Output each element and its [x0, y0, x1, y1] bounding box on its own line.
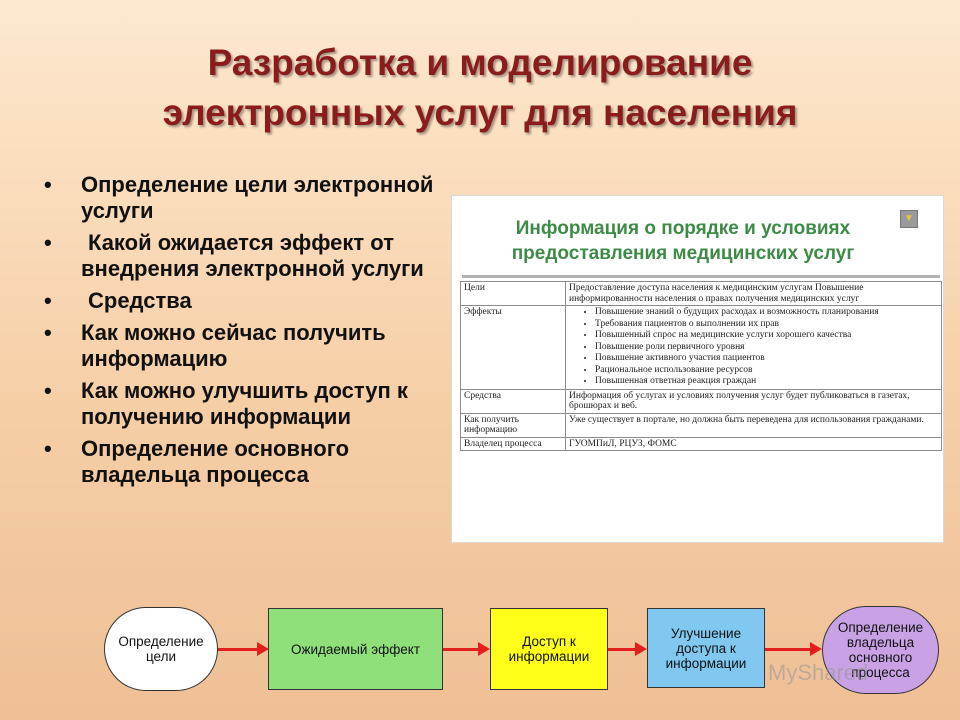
- bullet-item: Какой ожидается эффект от внедрения элек…: [44, 230, 454, 282]
- table-row: Как получить информацию Уже существует в…: [460, 412, 942, 438]
- flow-node-goal: Определение цели: [104, 607, 218, 691]
- effects-list: Повышение знаний о будущих расходах и во…: [569, 307, 938, 388]
- flow-arrow: [218, 642, 269, 656]
- bullet-list: Определение цели электронной услуги Како…: [44, 172, 454, 494]
- table-row: Эффекты Повышение знаний о будущих расхо…: [460, 305, 942, 390]
- row-label: Цели: [460, 281, 566, 306]
- process-flow: Определение цели Ожидаемый эффект Доступ…: [0, 600, 960, 700]
- effect-item: Рациональное использование ресурсов: [595, 365, 938, 377]
- row-label: Владелец процесса: [460, 436, 566, 451]
- flow-node-improve: Улучшение доступа к информации: [647, 608, 765, 688]
- flow-arrow: [765, 642, 822, 656]
- table-row: Владелец процесса ГУОМПиЛ, РЦУЗ, ФОМС: [460, 436, 942, 451]
- table-row: Средства Информация об услугах и условия…: [460, 388, 942, 414]
- row-text: ГУОМПиЛ, РЦУЗ, ФОМС: [565, 436, 942, 451]
- panel-divider: [462, 275, 940, 278]
- collapse-icon[interactable]: ▼: [900, 210, 918, 228]
- effect-item: Повышение активного участия пациентов: [595, 353, 938, 365]
- panel-title: Информация о порядке и условиях предоста…: [511, 218, 855, 264]
- effect-item: Повышенная ответная реакция граждан: [595, 376, 938, 388]
- effect-item: Повышенный спрос на медицинские услуги х…: [595, 330, 938, 342]
- table-row: Цели Предоставление доступа населения к …: [460, 281, 942, 306]
- effect-item: Повышение роли первичного уровня: [595, 342, 938, 354]
- effect-item: Требования пациентов о выполнении их пра…: [595, 319, 938, 331]
- slide-title-line-1: Разработка и моделирование: [207, 42, 753, 83]
- flow-arrow: [608, 642, 647, 656]
- row-text: Предоставление доступа населения к медиц…: [565, 281, 942, 306]
- info-panel: Информация о порядке и условиях предоста…: [451, 195, 944, 543]
- slide-title: Разработка и моделирование электронных у…: [60, 38, 900, 138]
- row-label: Эффекты: [460, 305, 566, 390]
- flow-node-effect: Ожидаемый эффект: [268, 608, 443, 690]
- bullet-item: Средства: [44, 288, 454, 314]
- info-table: Цели Предоставление доступа населения к …: [460, 281, 942, 451]
- bullet-item: Определение основного владельца процесса: [44, 436, 454, 488]
- bullet-item: Определение цели электронной услуги: [44, 172, 454, 224]
- row-effects: Повышение знаний о будущих расходах и во…: [565, 305, 942, 390]
- bullet-item: Как можно улучшить доступ к получению ин…: [44, 378, 454, 430]
- row-text: Уже существует в портале, но должна быть…: [565, 412, 942, 438]
- slide-title-line-2: электронных услуг для населения: [162, 92, 798, 133]
- row-text: Информация об услугах и условиях получен…: [565, 388, 942, 414]
- flow-node-access: Доступ к информации: [490, 608, 608, 690]
- bullet-item: Как можно сейчас получить информацию: [44, 320, 454, 372]
- flow-node-owner: Определение владельца основного процесса: [822, 606, 939, 694]
- watermark-logo: MyShared: [768, 660, 869, 685]
- row-label: Средства: [460, 388, 566, 414]
- row-label: Как получить информацию: [460, 412, 566, 438]
- effect-item: Повышение знаний о будущих расходах и во…: [595, 307, 938, 319]
- flow-arrow: [443, 642, 490, 656]
